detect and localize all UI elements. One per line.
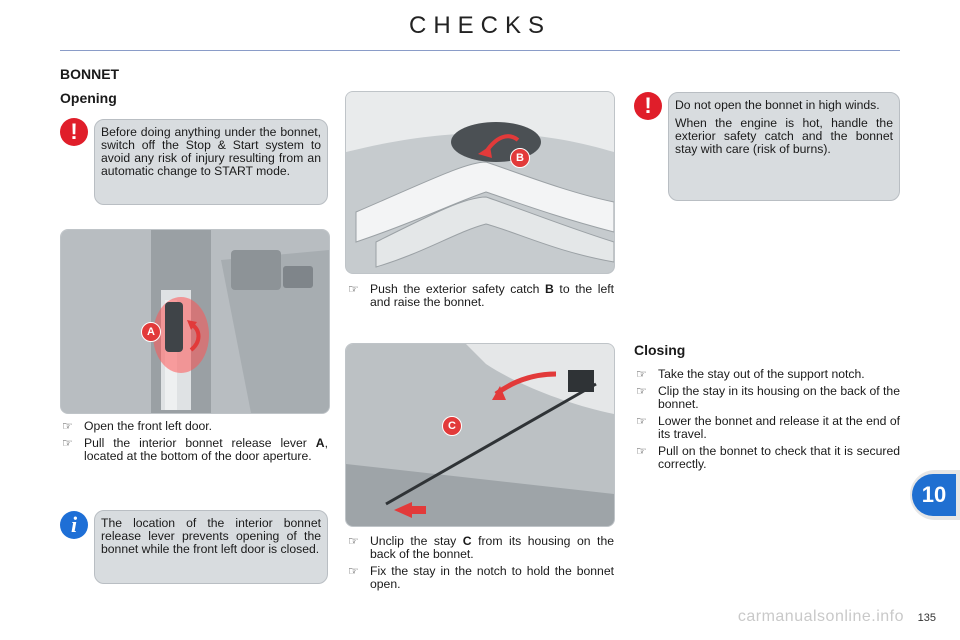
bullet-hand-icon: ☞ bbox=[62, 419, 73, 433]
callout-b: B bbox=[510, 148, 530, 168]
closing-step: ☞Pull on the bonnet to check that it is … bbox=[636, 444, 900, 471]
warning-text: Before doing anything under the bonnet, … bbox=[101, 125, 321, 178]
info-text: The location of the interior bonnet rele… bbox=[101, 516, 321, 556]
chapter-tab: 10 bbox=[912, 474, 956, 516]
closing-heading: Closing bbox=[634, 342, 686, 358]
bullet-hand-icon: ☞ bbox=[348, 282, 359, 296]
title-rule bbox=[60, 50, 900, 51]
bullet-hand-icon: ☞ bbox=[62, 436, 73, 450]
callout-a: A bbox=[141, 322, 161, 342]
opening-steps-list-3: ☞ Unclip the stay C from its housing on … bbox=[348, 535, 614, 595]
warning-icon: ! bbox=[60, 118, 88, 146]
closing-step: ☞Clip the stay in its housing on the bac… bbox=[636, 384, 900, 411]
step-pull-lever: ☞ Pull the interior bonnet release lever… bbox=[62, 436, 328, 463]
info-box-lever: The location of the interior bonnet rele… bbox=[94, 510, 328, 584]
bullet-hand-icon: ☞ bbox=[636, 444, 647, 458]
step-open-door: ☞ Open the front left door. bbox=[62, 419, 213, 433]
step-unclip-stay: ☞ Unclip the stay C from its housing on … bbox=[348, 534, 614, 561]
bullet-hand-icon: ☞ bbox=[636, 414, 647, 428]
lever-illustration bbox=[61, 230, 329, 413]
info-icon: i bbox=[60, 511, 88, 539]
closing-step: ☞Take the stay out of the support notch. bbox=[636, 367, 865, 381]
warning-wind-text-2: When the engine is hot, handle the exter… bbox=[675, 116, 893, 156]
bullet-hand-icon: ☞ bbox=[636, 384, 647, 398]
opening-steps-list-2: ☞ Push the exterior safety catch B to th… bbox=[348, 283, 614, 313]
photo-interior-release-lever: A bbox=[60, 229, 330, 414]
warning-box-stop-start: Before doing anything under the bonnet, … bbox=[94, 119, 328, 205]
photo-exterior-safety-catch: B bbox=[345, 91, 615, 274]
stay-illustration bbox=[346, 344, 614, 526]
watermark: carmanualsonline.info bbox=[737, 608, 904, 625]
step-fix-stay: ☞ Fix the stay in the notch to hold the … bbox=[348, 564, 614, 591]
callout-c: C bbox=[442, 416, 462, 436]
opening-heading: Opening bbox=[60, 90, 117, 106]
catch-illustration bbox=[346, 92, 614, 273]
warning-icon: ! bbox=[634, 92, 662, 120]
warning-wind-text-1: Do not open the bonnet in high winds. bbox=[675, 98, 880, 112]
bullet-hand-icon: ☞ bbox=[348, 564, 359, 578]
section-heading: BONNET bbox=[60, 66, 120, 82]
page-title: CHECKS bbox=[408, 12, 552, 39]
closing-step: ☞Lower the bonnet and release it at the … bbox=[636, 414, 900, 441]
closing-steps-list: ☞Take the stay out of the support notch.… bbox=[636, 368, 900, 475]
bullet-hand-icon: ☞ bbox=[636, 367, 647, 381]
opening-steps-list-1: ☞ Open the front left door. ☞ Pull the i… bbox=[62, 420, 328, 467]
step-push-catch: ☞ Push the exterior safety catch B to th… bbox=[348, 282, 614, 309]
photo-bonnet-stay: C bbox=[345, 343, 615, 527]
warning-box-wind: Do not open the bonnet in high winds. Wh… bbox=[668, 92, 900, 201]
page-number: 135 bbox=[917, 612, 936, 624]
bullet-hand-icon: ☞ bbox=[348, 534, 359, 548]
